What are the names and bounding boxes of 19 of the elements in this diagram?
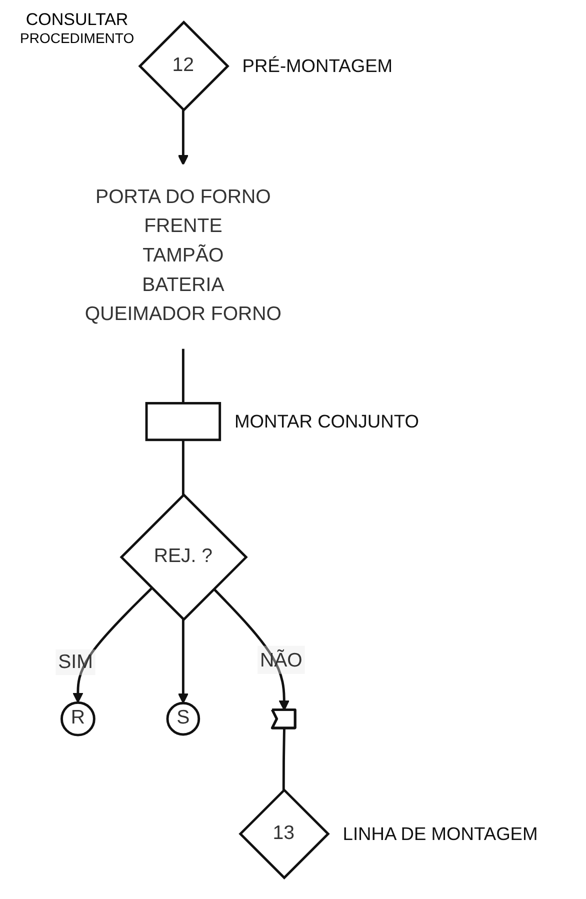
node-diamond: 12 bbox=[138, 20, 230, 112]
note-text: PROCEDIMENTO bbox=[20, 30, 134, 46]
node-diamond: 13 bbox=[238, 788, 330, 879]
connector bbox=[282, 728, 286, 790]
arrow bbox=[72, 586, 153, 703]
node-circle: R bbox=[60, 700, 96, 736]
connector bbox=[182, 348, 184, 403]
node-caption: LINHA DE MONTAGEM bbox=[342, 822, 538, 844]
node-diamond: REJ. ? bbox=[120, 492, 248, 621]
connector bbox=[182, 439, 184, 494]
arrow bbox=[178, 109, 189, 165]
node-box bbox=[145, 402, 222, 441]
arrow bbox=[212, 588, 290, 710]
node-caption: MONTAR CONJUNTO bbox=[234, 410, 419, 432]
node-circle: S bbox=[166, 701, 200, 736]
note-text: CONSULTAR bbox=[24, 10, 130, 30]
arrow bbox=[178, 619, 189, 704]
node-text: PORTA DO FORNO FRENTE TAMPÃO BATERIA QUEIMADOR FORNO bbox=[84, 186, 282, 325]
node-caption: PRÉ-MONTAGEM bbox=[242, 54, 393, 76]
